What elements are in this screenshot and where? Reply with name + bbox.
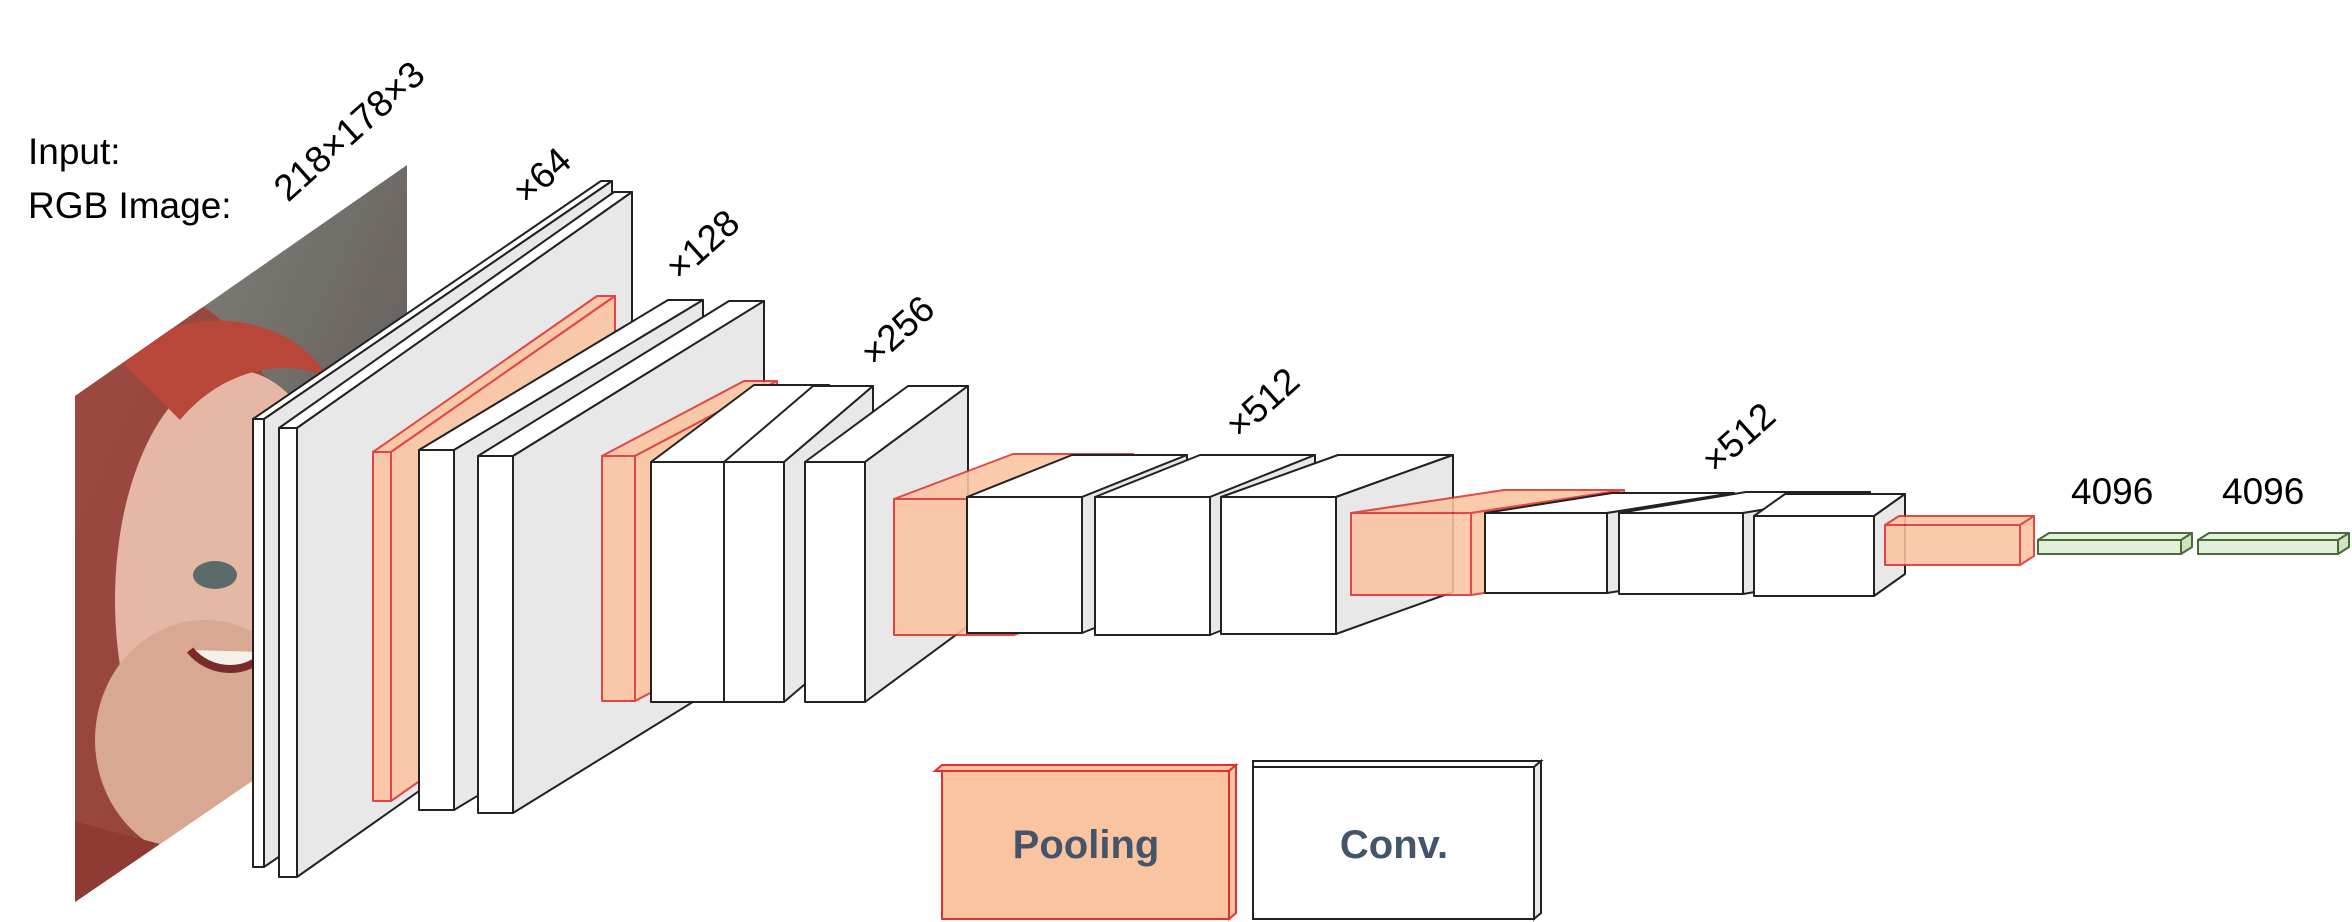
legend-conv-label: Conv. xyxy=(1340,823,1448,867)
channel-label-64: ×64 xyxy=(505,139,579,211)
fc-label-2: 4096 xyxy=(2222,471,2304,512)
channel-label-256: ×256 xyxy=(853,288,942,374)
input-size-label: 218×178×3 xyxy=(266,53,433,209)
fc-label-1: 4096 xyxy=(2071,471,2153,512)
conv-layer-13 xyxy=(1753,493,1906,597)
legend-pooling-label: Pooling xyxy=(1013,823,1160,867)
channel-label-128: ×128 xyxy=(658,202,747,288)
fc-layer-2 xyxy=(2197,532,2350,555)
input-label-line2: RGB Image: xyxy=(28,185,232,226)
legend-pooling: Pooling xyxy=(932,762,1239,922)
input-label-line1: Input: xyxy=(28,131,121,172)
legend-conv: Conv. xyxy=(1252,758,1544,922)
pooling-layer-5 xyxy=(1884,515,2035,566)
channel-label-512-a: ×512 xyxy=(1218,360,1307,446)
fc-layer-1 xyxy=(2037,532,2193,555)
channel-label-512-b: ×512 xyxy=(1694,395,1783,481)
